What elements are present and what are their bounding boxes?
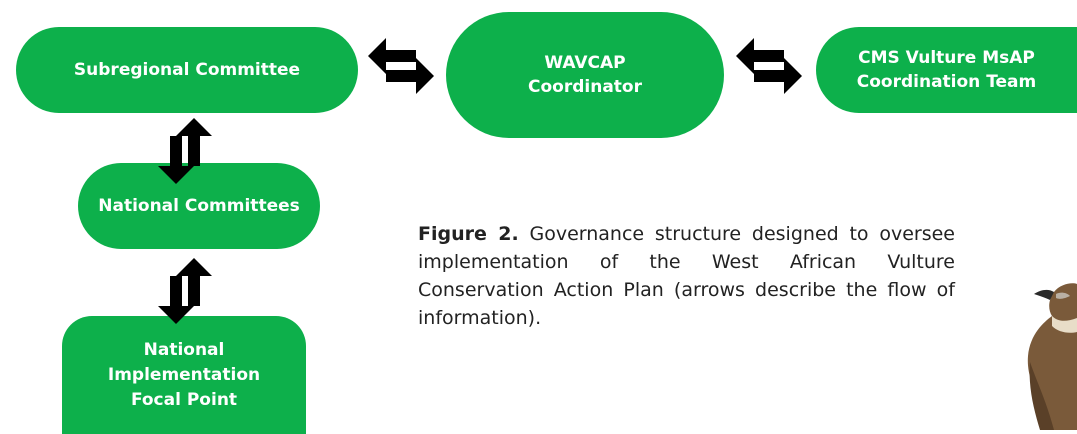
node-subregional-committee: Subregional Committee — [16, 27, 358, 113]
node-label-line: CMS Vulture MsAP — [858, 48, 1035, 68]
figure-caption: Figure 2. Governance structure designed … — [418, 220, 955, 332]
figure-label: Figure 2. — [418, 223, 519, 245]
node-national-focal-point: National Implementation Focal Point — [62, 316, 306, 434]
node-label: National Committees — [98, 196, 300, 216]
node-cms-coordination-team: CMS Vulture MsAP Coordination Team — [816, 27, 1077, 113]
figure-caption-text: Governance structure designed to oversee… — [418, 223, 955, 329]
node-label-line: WAVCAP — [544, 53, 626, 73]
node-wavcap-coordinator: WAVCAP Coordinator — [446, 12, 724, 138]
node-label-line: National — [143, 339, 225, 360]
double-arrow-vertical-icon — [158, 258, 212, 324]
node-national-committees: National Committees — [78, 163, 320, 249]
double-arrow-vertical-icon — [158, 118, 212, 184]
double-arrow-horizontal-icon — [368, 38, 434, 94]
node-label-line: Coordination Team — [856, 72, 1037, 92]
node-label-line: Coordinator — [528, 77, 642, 97]
vulture-image — [1027, 283, 1077, 430]
node-label-line: Focal Point — [130, 389, 238, 410]
node-label-line: Implementation — [107, 364, 261, 385]
double-arrow-horizontal-icon — [736, 38, 802, 94]
node-label: Subregional Committee — [73, 60, 301, 80]
